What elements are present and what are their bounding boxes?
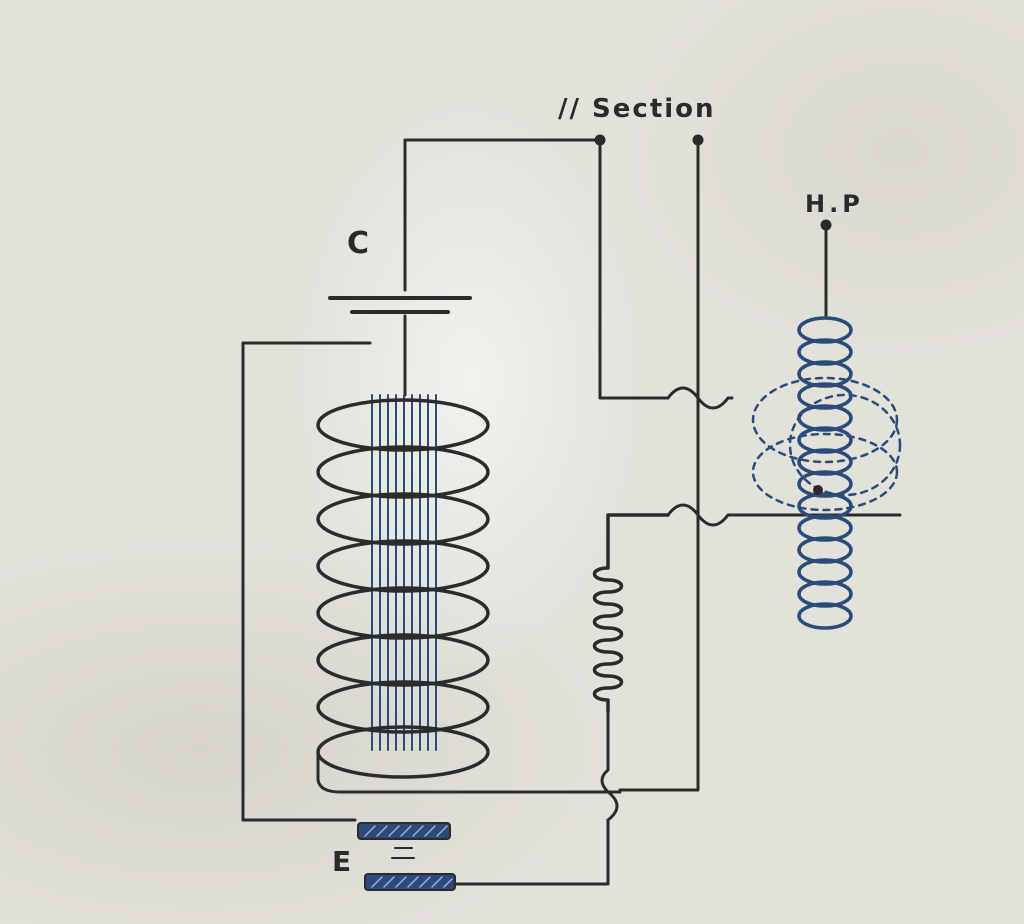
hp-coil: [797, 316, 853, 630]
earth-plate-hatch: [364, 825, 453, 888]
earth-plates: [357, 822, 456, 891]
earth-plate-bottom: [364, 873, 456, 891]
wire-bottom-earth: [453, 818, 610, 886]
coil-turns: [316, 398, 490, 779]
wire-section-right: [618, 138, 700, 792]
crossover-hop-lower: [600, 710, 619, 822]
earth-label: E: [332, 845, 353, 878]
hp-label: H.P: [805, 190, 864, 218]
field-lines: [751, 376, 902, 512]
coil-bottom-lead: [316, 750, 622, 794]
capacitor-label: C: [347, 226, 371, 261]
crossover-hop-upper: [666, 386, 734, 410]
coil-core: [371, 394, 437, 751]
section-label: // Section: [558, 94, 716, 124]
capacitor-c: [328, 138, 472, 397]
wire-left-outer: [241, 341, 372, 822]
earth-plate-top: [357, 822, 451, 840]
main-coil: [316, 394, 622, 794]
hp-coil-tap-point: [813, 485, 823, 495]
wire-to-hp-coil: [666, 503, 902, 527]
inductor-coil: [592, 513, 670, 714]
wire-section-left: [598, 138, 670, 400]
